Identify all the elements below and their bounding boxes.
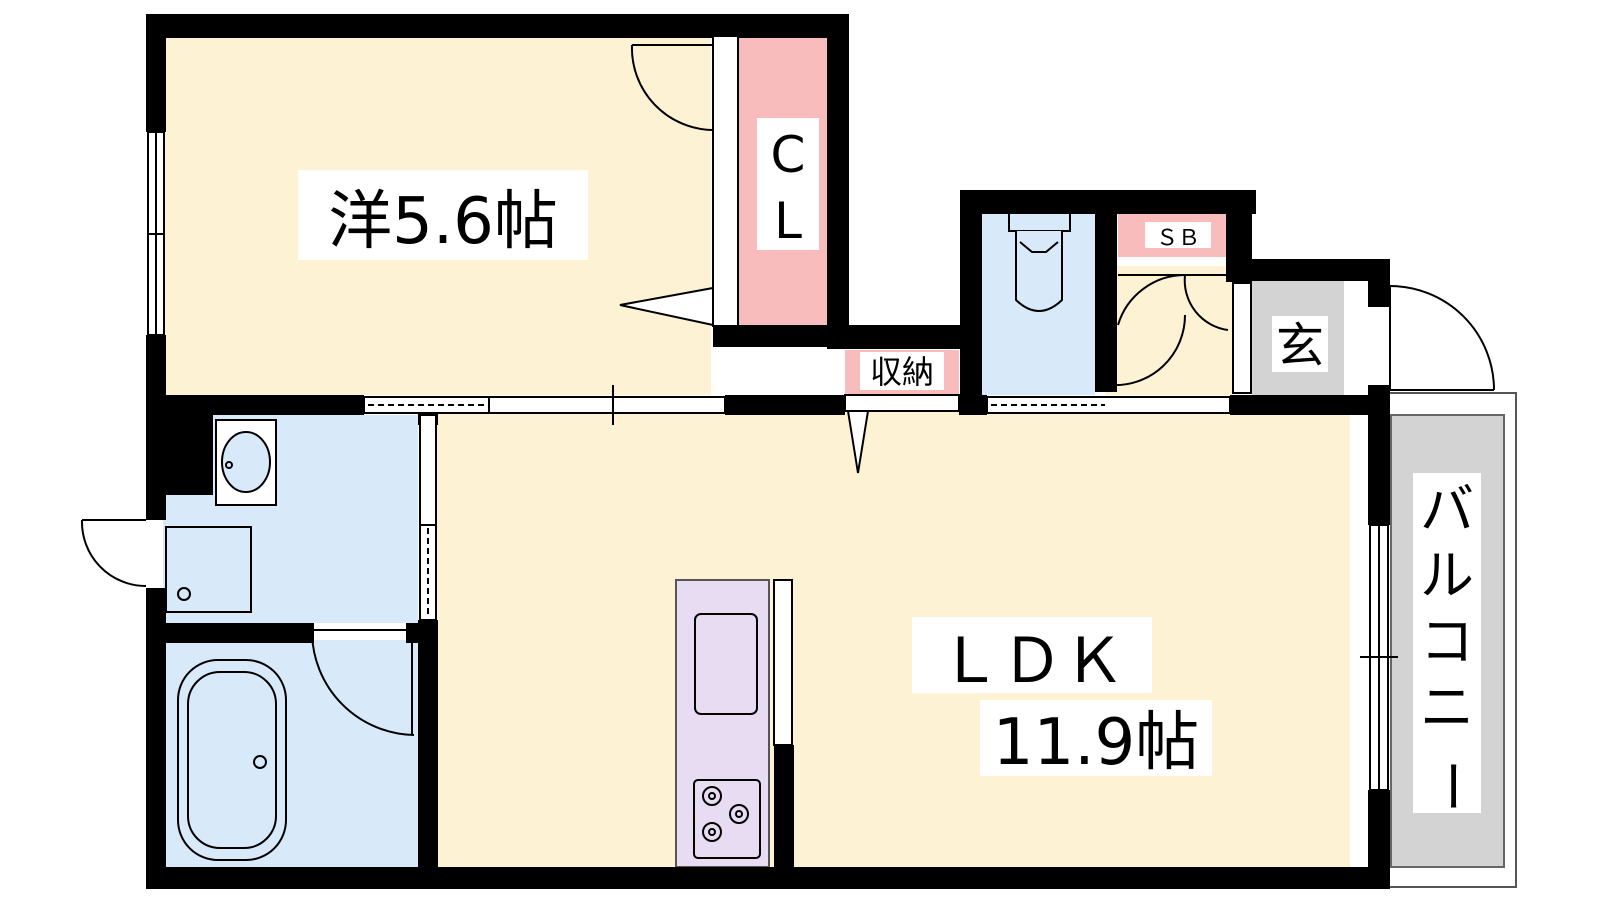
balcony-label-4: ニ xyxy=(1420,676,1474,739)
closet-label-c: C xyxy=(771,126,806,184)
balcony-label-5: ー xyxy=(1420,759,1483,813)
walls xyxy=(146,14,1390,889)
entrance-label: 玄 xyxy=(1276,318,1324,374)
room-labels: 洋5.6帖 C L 収納 ＳＢ 玄 ＬＤＫ 11.9帖 バ ル コ ニ ー xyxy=(298,118,1483,813)
floor-fills xyxy=(163,33,1517,888)
ldk-floor xyxy=(428,405,1350,867)
balcony-label-3: コ xyxy=(1420,610,1474,673)
fixtures xyxy=(165,212,1071,861)
balcony-label-1: バ xyxy=(1420,478,1474,541)
hall-floor xyxy=(1106,266,1233,395)
western-room-label: 洋5.6帖 xyxy=(328,185,558,259)
shoe-box-label: ＳＢ xyxy=(1156,226,1200,251)
balcony-label-2: ル xyxy=(1420,544,1474,607)
ldk-size-label: 11.9帖 xyxy=(993,706,1200,780)
sliding-doors xyxy=(363,282,1252,746)
windows xyxy=(147,131,1398,791)
toilet-tank xyxy=(1008,212,1071,232)
laundry-pan xyxy=(165,526,252,613)
storage-label: 収納 xyxy=(870,353,934,391)
ldk-label: ＬＤＫ xyxy=(939,624,1125,697)
closet-label-l: L xyxy=(774,192,802,250)
kitchen-sink xyxy=(694,613,758,715)
door-swings xyxy=(80,44,1495,736)
